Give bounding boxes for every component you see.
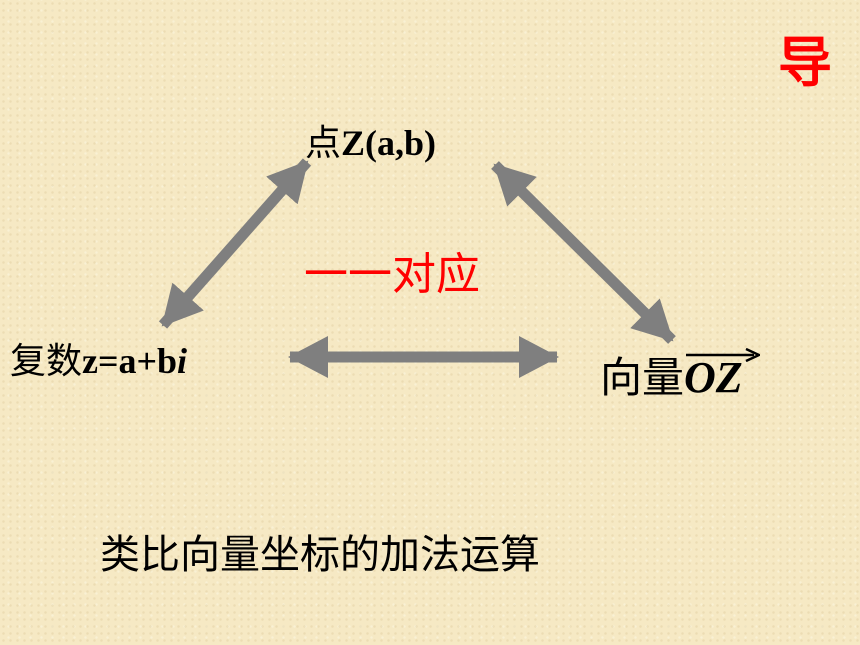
corner-label: 导 — [778, 31, 832, 94]
arrow-point-vector — [491, 161, 676, 344]
complex-label-prefix: 复数 — [10, 341, 83, 382]
vector-label-prefix: 向量 — [600, 353, 685, 402]
vector-name-text: OZ — [684, 353, 743, 402]
vector-arrow-icon — [686, 348, 761, 362]
point-label-prefix: 点 — [305, 123, 342, 164]
point-label: 点Z(a,b) — [305, 114, 436, 166]
arrow-complex-point — [158, 158, 312, 329]
correspondence-label: 一一对应 — [304, 249, 480, 300]
vector-name: OZ — [684, 348, 761, 403]
point-label-coords: Z(a,b) — [341, 123, 437, 163]
complex-number-label: 复数z=a+bi — [10, 332, 187, 384]
complex-label-expr: z=a+b — [82, 341, 178, 381]
caption: 类比向量坐标的加法运算 — [100, 532, 540, 578]
complex-label-imag: i — [177, 341, 188, 381]
